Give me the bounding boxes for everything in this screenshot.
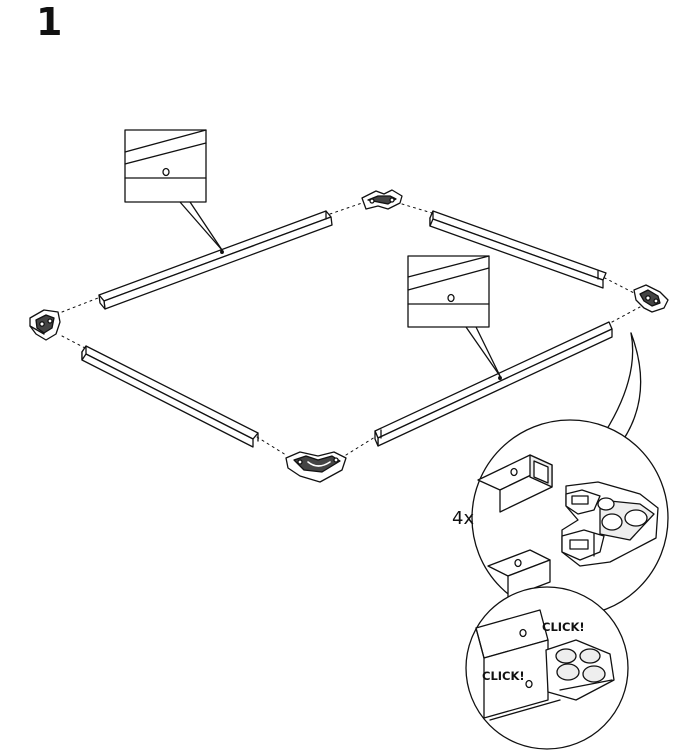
detail-corner-connector (561, 481, 659, 567)
detail-bubble-click: CLICK! CLICK! (465, 586, 629, 750)
callout-hole-detail-right (407, 255, 501, 377)
corner-connector-top (361, 189, 403, 210)
tube-top-left (98, 210, 333, 310)
detail-tube-upper (477, 454, 553, 513)
step-number: 1 (36, 0, 63, 44)
click-label-top: CLICK! (542, 620, 585, 634)
detail-click-connector (545, 639, 615, 701)
detail-click-tube (475, 609, 561, 721)
detail-bubble-insert: 4x (452, 419, 669, 617)
quantity-label: 4x (452, 508, 474, 529)
detail-tube-lower (487, 549, 551, 599)
tube-bottom-left (81, 345, 259, 448)
tube-top-right (429, 210, 607, 289)
corner-connector-bottom (285, 451, 347, 483)
callout-hole-detail-left (124, 129, 223, 251)
corner-connector-right (633, 284, 669, 313)
corner-connector-left (29, 309, 61, 341)
tube-bottom-right (374, 321, 613, 447)
connection-guides (61, 202, 641, 456)
click-label-bottom: CLICK! (482, 669, 525, 683)
